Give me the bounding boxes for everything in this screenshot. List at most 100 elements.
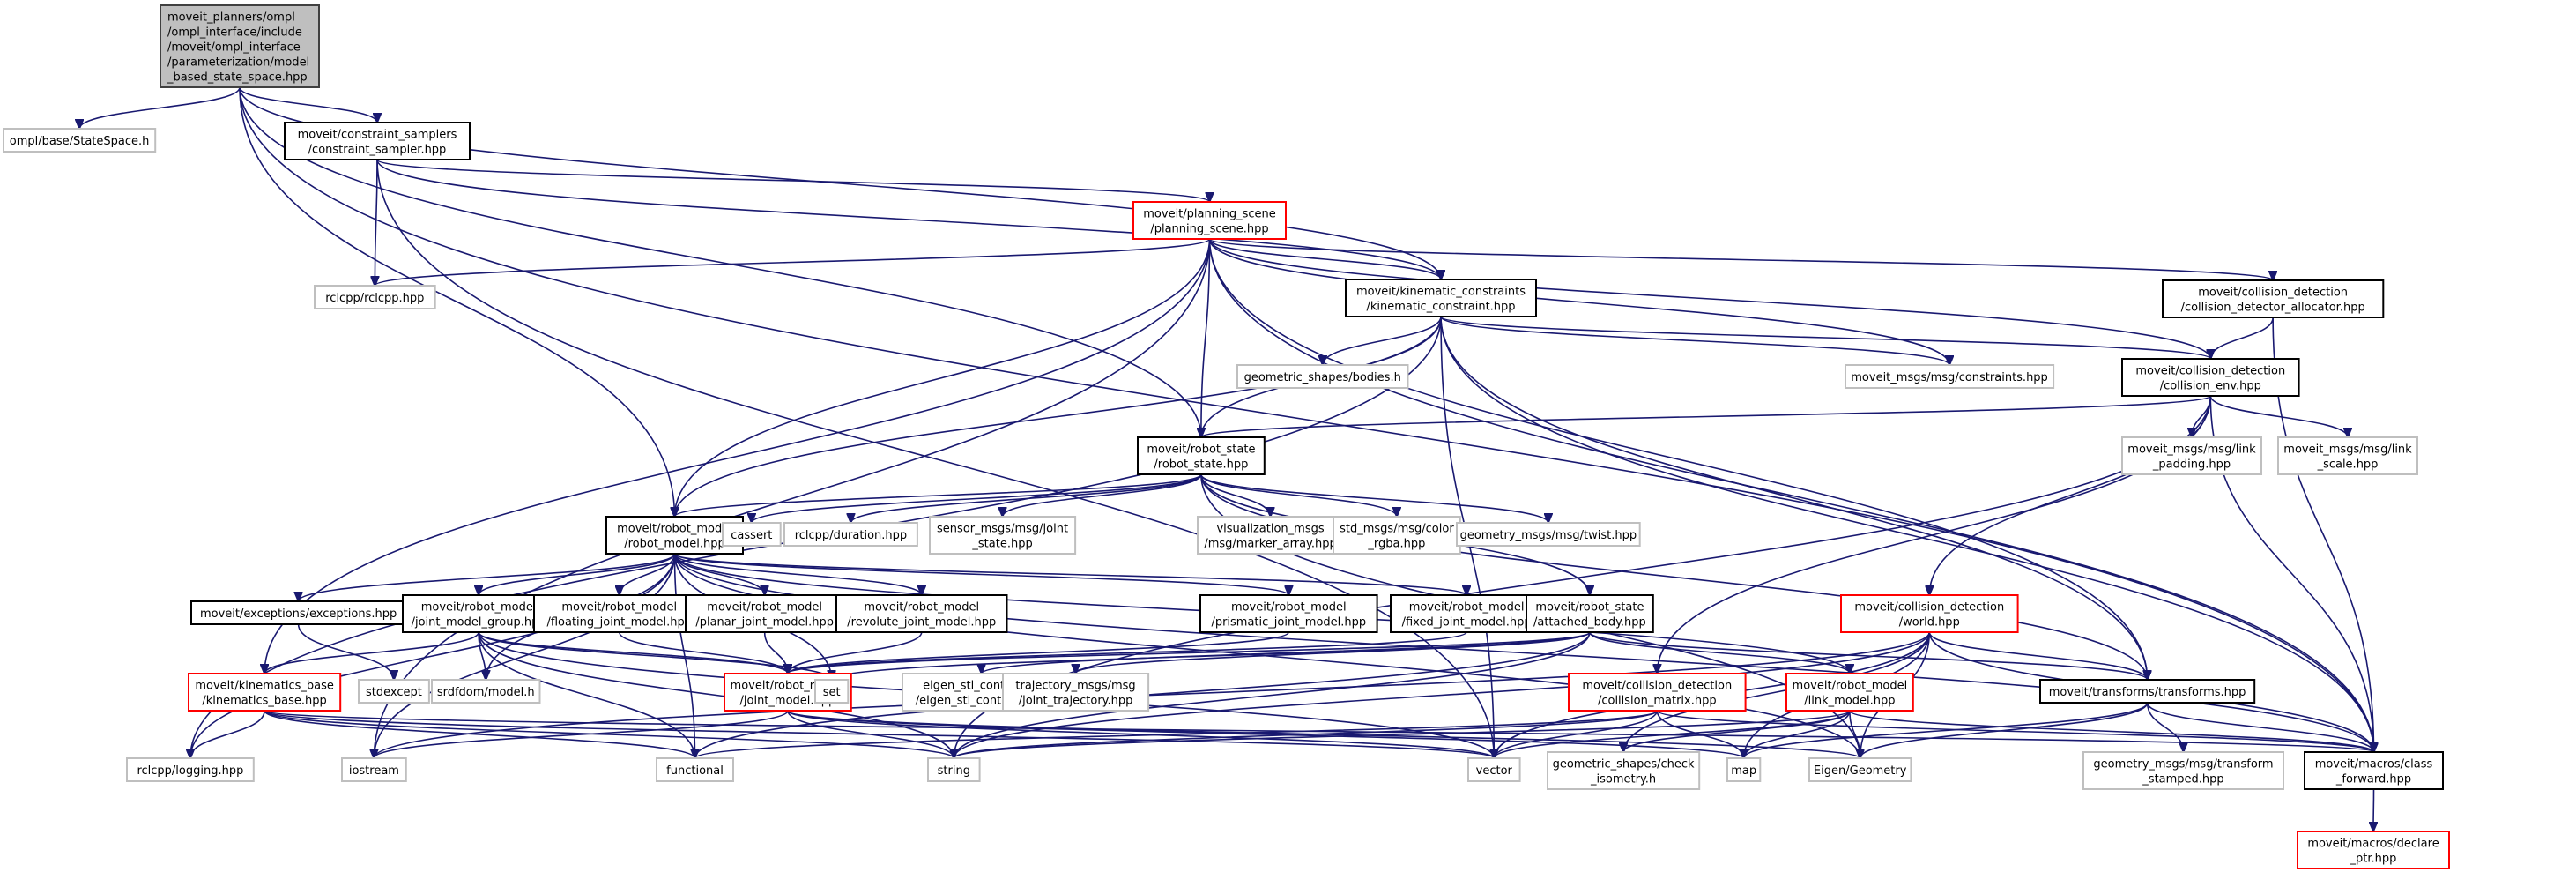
node-label: moveit_msgs/msg/constraints.hpp [1851,371,2048,384]
node-joint-model-group[interactable]: moveit/robot_model/joint_model_group.hpp [402,594,556,633]
edge-collision-matrix-to-class-forward [1656,710,2373,752]
node-label: rclcpp/rclcpp.hpp [325,292,424,305]
edge-joint-model-group-to-string [478,631,954,758]
node-label: _stamped.hpp [2142,773,2223,786]
node-box [685,594,845,633]
node-label: /joint_model_group.hpp [412,616,546,630]
edge-transforms-to-transform-stamped [2146,702,2184,752]
node-box [1726,757,1762,782]
node-box [314,285,436,309]
node-label: moveit/robot_model [864,601,979,615]
node-prismatic-joint[interactable]: moveit/robot_model/prismatic_joint_model… [1199,594,1378,633]
node-fixed-joint[interactable]: moveit/robot_model/fixed_joint_model.hpp [1390,594,1544,633]
node-label: /joint_model.hpp [740,695,836,708]
node-label: moveit/exceptions/exceptions.hpp [200,607,397,621]
edge-world-to-transforms [1928,631,2147,680]
edge-attached-body-to-transforms [1589,631,2148,680]
node-floating-joint[interactable]: moveit/robot_model/floating_joint_model.… [533,594,706,633]
node-revolute-joint[interactable]: moveit/robot_model/revolute_joint_model.… [835,594,1008,633]
node-ompl-statespace: ompl/base/StateSpace.h [3,128,157,153]
node-label: rclcpp/duration.hpp [795,529,907,542]
node-box [3,128,157,153]
node-kinematic-constraint[interactable]: moveit/kinematic_constraints/kinematic_c… [1345,279,1537,317]
edge-robot-model-to-revolute-joint [673,553,922,595]
node-box [783,522,918,547]
node-label: moveit/macros/declare [2307,838,2439,851]
node-marker-array: visualization_msgs/msg/marker_array.hpp [1197,516,1345,555]
node-label: moveit/kinematic_constraints [1356,286,1526,299]
node-label: /revolute_joint_model.hpp [847,616,996,630]
edge-robot-state-to-duration [850,473,1202,523]
node-box [929,516,1077,555]
node-box [1568,673,1747,712]
node-attached-body[interactable]: moveit/robot_state/attached_body.hpp [1526,594,1654,633]
node-label: sensor_msgs/msg/joint [937,523,1068,536]
node-root[interactable]: moveit_planners/ompl/ompl_interface/incl… [160,4,320,88]
node-label: /world.hpp [1899,616,1960,630]
edge-attached-body-to-string [954,631,1591,758]
node-label: moveit/robot_model [1793,680,1908,693]
node-label: moveit/robot_state [1535,601,1644,615]
node-srdfdom: srdfdom/model.h [431,679,541,704]
node-planar-joint[interactable]: moveit/robot_model/planar_joint_model.hp… [685,594,845,633]
node-box [1840,594,2019,633]
node-box [358,679,430,704]
node-label: /msg/marker_array.hpp [1204,538,1336,551]
node-planning-scene[interactable]: moveit/planning_scene/planning_scene.hpp [1132,201,1287,240]
node-class-forward[interactable]: moveit/macros/class_forward.hpp [2304,751,2444,790]
node-label: moveit/macros/class [2315,758,2433,771]
edge-fixed-joint-to-joint-model [788,631,1467,674]
node-label: map [1731,764,1756,778]
edge-kinematic-constraint-to-transforms [1440,316,2148,680]
node-box [1390,594,1544,633]
node-color-rgba: std_msgs/msg/color_rgba.hpp [1333,516,1461,555]
edge-kinematic-constraint-to-robot-model [675,316,1442,517]
edge-transforms-to-eigen-geometry [1860,702,2149,758]
node-label: /prismatic_joint_model.hpp [1211,616,1366,630]
edge-robot-model-to-exceptions [299,553,676,601]
edge-planning-scene-to-class-forward [1208,238,2374,752]
node-label: moveit/planning_scene [1143,208,1275,221]
node-vector: vector [1467,757,1521,782]
node-link-model[interactable]: moveit/robot_model/link_model.hpp [1785,673,1914,712]
edge-joint-model-group-to-functional [478,631,694,758]
node-label: /moveit/ompl_interface [167,41,301,55]
node-declare-ptr[interactable]: moveit/macros/declare_ptr.hpp [2297,831,2450,869]
node-world[interactable]: moveit/collision_detection/world.hpp [1840,594,2019,633]
node-label: _rgba.hpp [1367,538,1425,551]
edge-attached-body-to-joint-trajectory [1076,631,1591,674]
node-box [1547,751,1701,790]
node-label: /kinematic_constraint.hpp [1366,301,1515,314]
edge-constraint-sampler-to-planning-scene [376,159,1210,202]
node-robot-state[interactable]: moveit/robot_state/robot_state.hpp [1137,436,1266,475]
edge-attached-body-to-link-model [1589,631,1850,674]
node-box [431,679,541,704]
node-exceptions[interactable]: moveit/exceptions/exceptions.hpp [190,600,407,625]
edge-planning-scene-to-robot-state [1201,238,1211,437]
edge-attached-body-to-joint-model [788,631,1591,674]
node-collision-matrix[interactable]: moveit/collision_detection/collision_mat… [1568,673,1747,712]
node-label: _isometry.h [1590,773,1656,786]
node-label: ompl/base/StateSpace.h [10,135,150,148]
node-label: moveit/collision_detection [1582,680,1732,693]
edge-robot-state-to-joint-state [1003,473,1202,517]
node-box [1199,594,1378,633]
node-box [1808,757,1912,782]
node-label: moveit_planners/ompl [167,11,295,25]
node-label: /ompl_interface/include [167,26,302,40]
node-collision-env[interactable]: moveit/collision_detection/collision_env… [2121,358,2300,397]
node-constraint-sampler[interactable]: moveit/constraint_samplers/constraint_sa… [284,122,471,160]
node-label: visualization_msgs [1216,523,1324,536]
node-rclcpp: rclcpp/rclcpp.hpp [314,285,436,309]
edge-constraint-sampler-to-rclcpp [375,159,377,286]
node-kinematics-base[interactable]: moveit/kinematics_base/kinematics_base.h… [188,673,342,712]
edge-collision-detector-allocator-to-collision-env [2210,317,2274,359]
node-label: _state.hpp [971,538,1032,551]
node-collision-detector-allocator[interactable]: moveit/collision_detection/collision_det… [2162,279,2385,318]
node-transforms[interactable]: moveit/transforms/transforms.hpp [2039,679,2256,704]
edge-collision-env-to-world [1929,395,2212,595]
node-box [126,757,255,782]
node-box [722,522,782,547]
node-duration: rclcpp/duration.hpp [783,522,918,547]
node-label: moveit_msgs/msg/link [2283,443,2412,457]
